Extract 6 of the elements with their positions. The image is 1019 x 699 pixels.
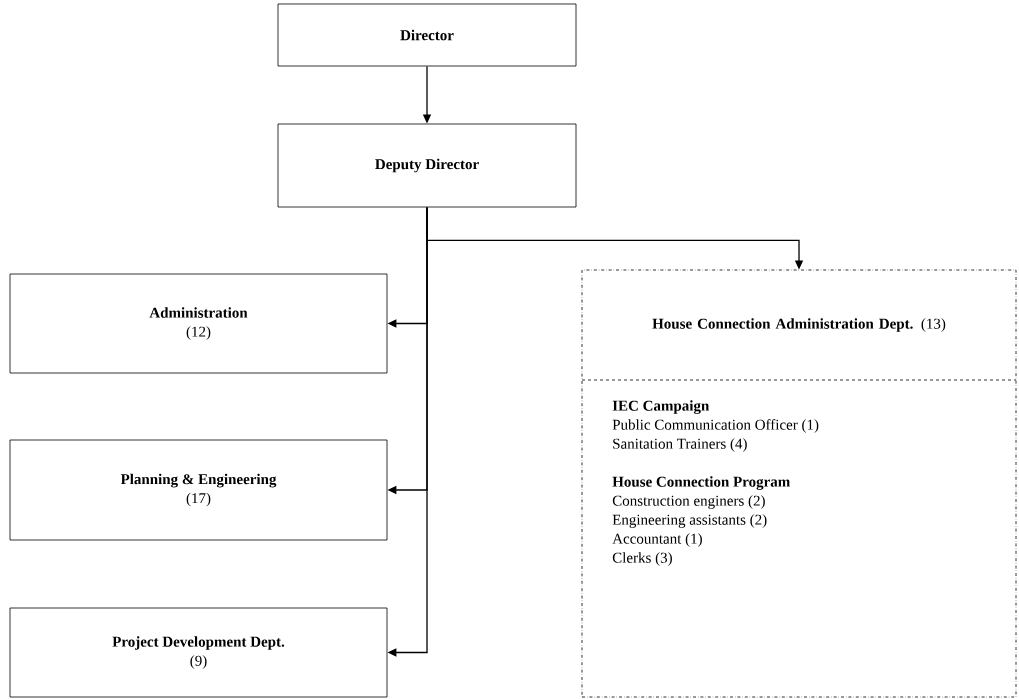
org-box: Project Development Dept. (9) [9,607,388,698]
org-box: Administration (12) [9,273,388,374]
org-box: Planning & Engineering (17) [9,439,388,541]
staff-list-panel: IEC Campaign Public Communication Officer (1) Sanitation Trainers (4) House Connection Program Construction enginers (2) Engineering assistants (2) Accountant (1) Clerks (3) [581,379,1017,566]
org-box: Deputy Director [277,123,577,208]
org-box: Director [277,3,577,67]
